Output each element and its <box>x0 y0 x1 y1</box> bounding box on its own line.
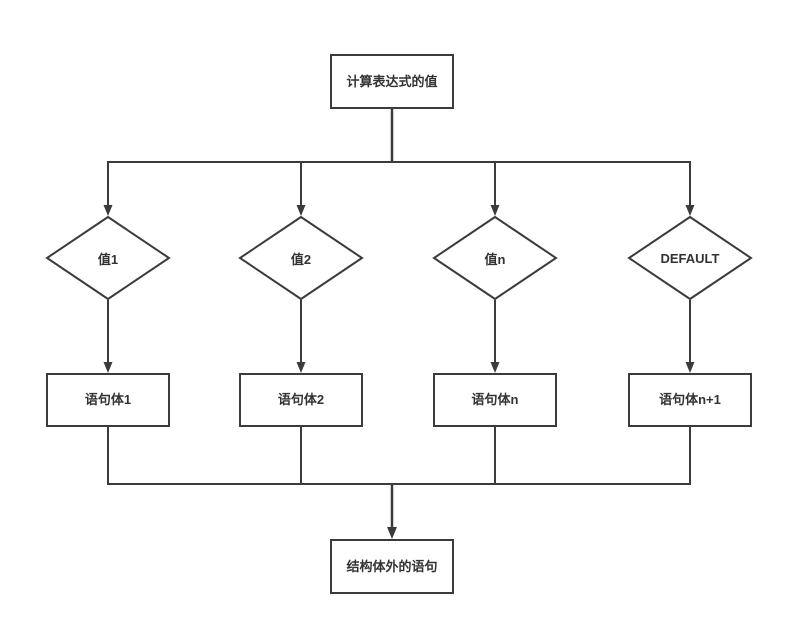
node-decision-casen-label: 值n <box>484 251 506 267</box>
node-bodyn: 语句体n <box>433 373 557 427</box>
node-evaluate-expression: 计算表达式的值 <box>330 54 454 109</box>
node-decision-default-label: DEFAULT <box>660 250 720 266</box>
arrowhead-default <box>685 205 695 216</box>
node-statement-outside-label: 结构体外的语句 <box>346 558 438 574</box>
node-evaluate-expression-label: 计算表达式的值 <box>346 73 438 89</box>
node-body2: 语句体2 <box>239 373 363 427</box>
node-decision-default: DEFAULT <box>627 215 753 301</box>
node-decision-case2: 值2 <box>238 215 364 301</box>
node-body1: 语句体1 <box>46 373 170 427</box>
node-decision-casen: 值n <box>432 215 558 301</box>
arrowhead-bodyn <box>490 362 500 373</box>
node-decision-case1: 值1 <box>45 215 171 301</box>
diamond-shape <box>432 215 558 301</box>
arrowhead-body2 <box>296 362 306 373</box>
node-bodyn1: 语句体n+1 <box>628 373 752 427</box>
arrowhead-bodyn1 <box>685 362 695 373</box>
node-bodyn-label: 语句体n <box>471 392 519 408</box>
diamond-shape <box>627 215 753 301</box>
diamond-shape <box>45 215 171 301</box>
node-statement-outside: 结构体外的语句 <box>330 539 454 594</box>
node-bodyn1-label: 语句体n+1 <box>659 392 721 408</box>
arrowhead-case1 <box>103 205 113 216</box>
node-body1-label: 语句体1 <box>84 392 132 408</box>
node-decision-case2-label: 值2 <box>290 251 312 267</box>
node-body2-label: 语句体2 <box>277 392 325 408</box>
arrowhead-case2 <box>296 205 306 216</box>
diamond-shape <box>238 215 364 301</box>
arrowhead-body1 <box>103 362 113 373</box>
node-decision-case1-label: 值1 <box>97 251 119 267</box>
arrowhead-casen <box>490 205 500 216</box>
arrowhead-end <box>387 527 397 539</box>
